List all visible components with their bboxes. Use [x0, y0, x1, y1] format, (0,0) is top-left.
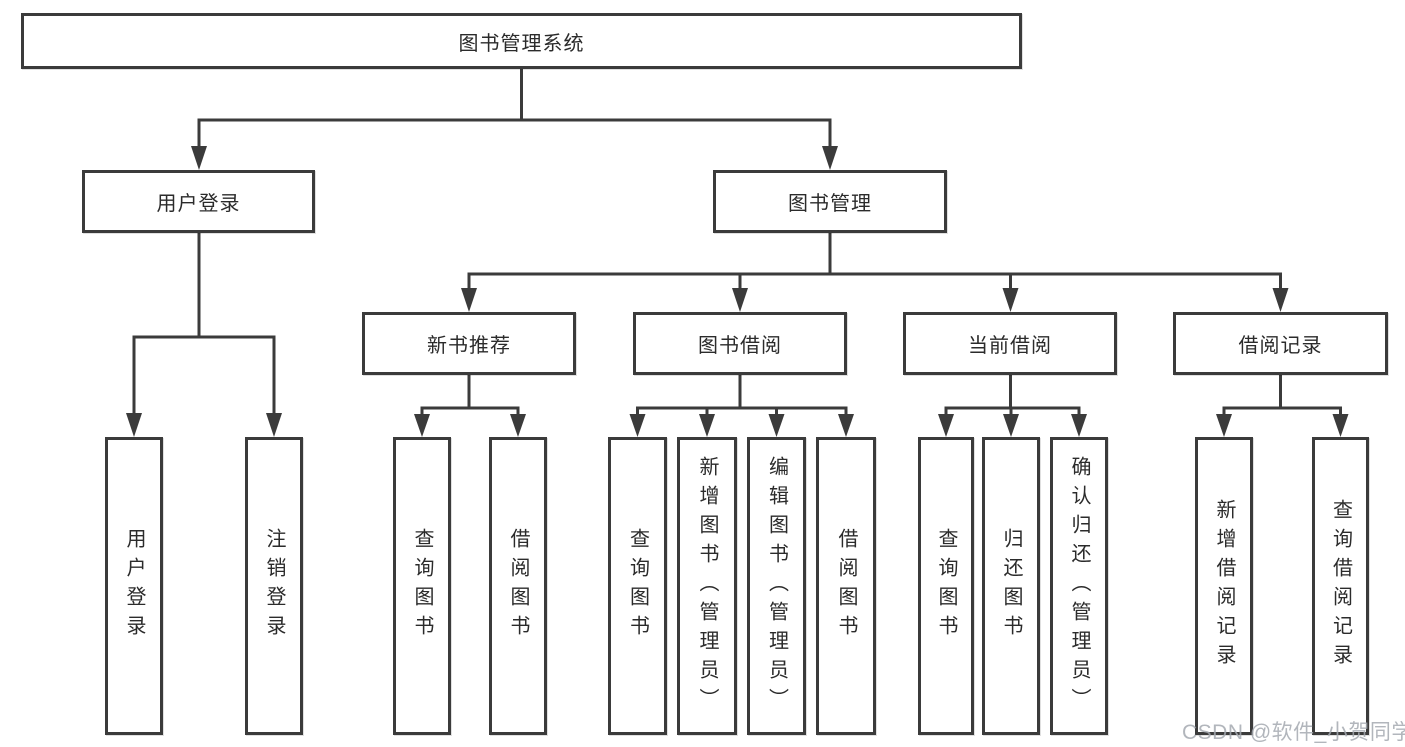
leaf-add-borrow-record: 新增借阅记录 — [1195, 437, 1253, 735]
node-user-login: 用户登录 — [82, 170, 315, 233]
node-new-book-recommend: 新书推荐 — [362, 312, 576, 375]
leaf-query-borrow-record: 查询借阅记录 — [1312, 437, 1369, 735]
leaf-edit-books-admin: 编辑图书（管理员） — [747, 437, 806, 735]
node-current-borrowing: 当前借阅 — [903, 312, 1117, 375]
leaf-return-books: 归还图书 — [982, 437, 1040, 735]
leaf-add-books-admin: 新增图书（管理员） — [677, 437, 737, 735]
leaf-confirm-return-admin: 确认归还（管理员） — [1050, 437, 1108, 735]
node-root-library-system: 图书管理系统 — [21, 13, 1022, 69]
leaf-logout-login: 注销登录 — [245, 437, 303, 735]
leaf-query-books-recommend: 查询图书 — [393, 437, 451, 735]
leaf-user-login: 用户登录 — [105, 437, 163, 735]
leaf-borrow-books-recommend: 借阅图书 — [489, 437, 547, 735]
node-book-borrowing: 图书借阅 — [633, 312, 847, 375]
leaf-query-books-borrowing: 查询图书 — [608, 437, 667, 735]
node-book-management: 图书管理 — [713, 170, 947, 233]
leaf-query-books-current: 查询图书 — [918, 437, 974, 735]
leaf-borrow-books-borrowing: 借阅图书 — [816, 437, 876, 735]
node-borrow-records: 借阅记录 — [1173, 312, 1388, 375]
watermark: CSDN @软件_小贺同学 — [1182, 721, 1405, 744]
